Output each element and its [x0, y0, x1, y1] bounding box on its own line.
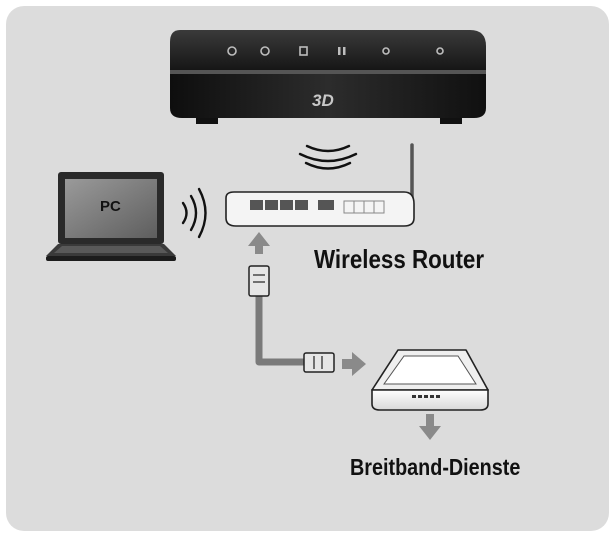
arrow-icon	[419, 414, 441, 440]
arrow-icon	[248, 232, 270, 254]
wifi-waves-icon	[298, 144, 358, 170]
modem-icon	[371, 349, 489, 411]
pc-label: PC	[100, 198, 121, 215]
wifi-waves-icon	[181, 187, 207, 239]
laptop-icon: PC	[46, 172, 176, 261]
blu-ray-player-icon: 3D	[170, 30, 486, 124]
arrow-icon	[342, 352, 366, 376]
wireless-router-label: Wireless Router	[314, 244, 485, 274]
ethernet-cable-icon	[248, 265, 335, 373]
broadband-services-label: Breitband-Dienste	[350, 454, 521, 480]
wireless-router-icon	[225, 143, 415, 227]
player-3d-logo: 3D	[312, 91, 334, 110]
